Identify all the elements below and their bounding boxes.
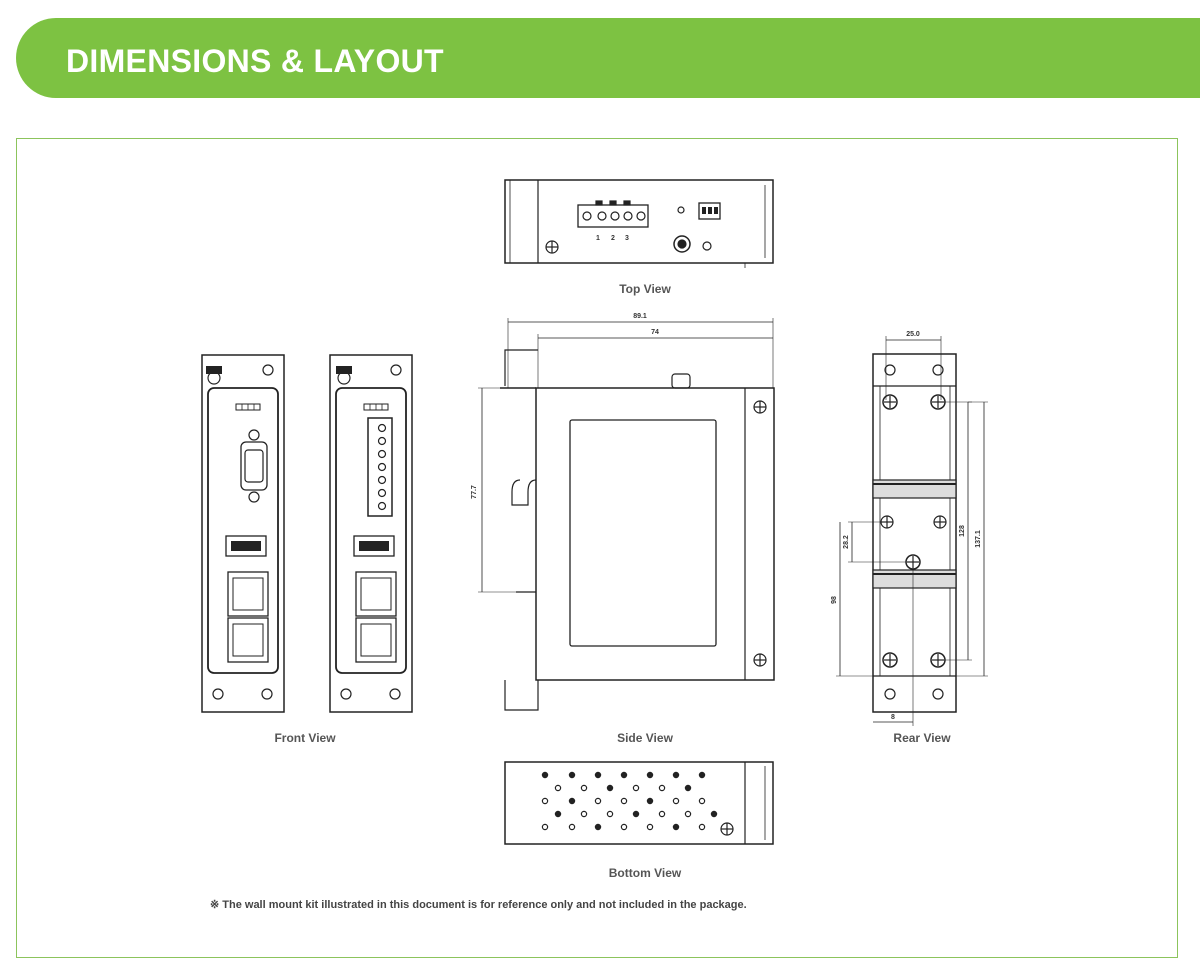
vent-hole (568, 771, 576, 779)
vent-hole (684, 810, 692, 818)
vent-hole (672, 771, 680, 779)
terminal-label-1: 1 (596, 235, 600, 242)
vent-hole (672, 797, 680, 805)
dim-overall-width: 89.1 (633, 313, 647, 320)
dim-bottom-offset: 8 (891, 714, 895, 721)
side-view-drawing (478, 318, 775, 711)
vent-hole (698, 797, 706, 805)
vent-hole (606, 810, 614, 818)
vent-hole (541, 823, 549, 831)
vent-hole (698, 823, 706, 831)
front-view-drawing-1 (201, 354, 285, 713)
vent-hole (632, 810, 640, 818)
rear-view-drawing (836, 336, 988, 726)
vent-hole (646, 797, 654, 805)
dim-height-b: 137.1 (975, 530, 982, 548)
vent-hole (658, 810, 666, 818)
bottom-view-drawing (504, 761, 774, 845)
vent-hole (554, 784, 562, 792)
vent-hole (620, 797, 628, 805)
vent-hole (594, 797, 602, 805)
terminal-label-3: 3 (625, 235, 629, 242)
vent-hole (646, 771, 654, 779)
vent-hole (684, 784, 692, 792)
rear-view-caption: Rear View (893, 731, 951, 745)
dim-side-spacing: 28.2 (843, 535, 850, 549)
dim-rail-height: 77.7 (471, 485, 478, 499)
vent-hole (620, 771, 628, 779)
terminal-label-2: 2 (611, 235, 615, 242)
side-view-caption: Side View (617, 731, 673, 745)
bottom-view-caption: Bottom View (608, 866, 682, 880)
vent-hole (698, 771, 706, 779)
section-title: DIMENSIONS & LAYOUT (66, 43, 444, 79)
vent-hole (541, 771, 549, 779)
section-header-banner: DIMENSIONS & LAYOUT (16, 18, 1200, 98)
vent-hole (620, 823, 628, 831)
vent-hole (594, 771, 602, 779)
drawing-frame (16, 138, 1178, 958)
top-view-drawing (504, 179, 774, 268)
dim-lower-height: 98 (831, 596, 838, 604)
front-view-caption: Front View (274, 731, 336, 745)
vent-hole (594, 823, 602, 831)
vent-hole (568, 797, 576, 805)
vent-hole (672, 823, 680, 831)
top-view-caption: Top View (619, 282, 671, 296)
vent-hole (580, 784, 588, 792)
vent-hole (632, 784, 640, 792)
front-view-drawing-2 (329, 354, 413, 713)
footnote: ※ The wall mount kit illustrated in this… (210, 899, 747, 911)
vent-hole (554, 810, 562, 818)
vent-hole (646, 823, 654, 831)
vent-hole (541, 797, 549, 805)
vent-hole (568, 823, 576, 831)
vent-hole (710, 810, 718, 818)
dim-top-spacing: 25.0 (906, 331, 920, 338)
dim-height-a: 128 (959, 525, 966, 537)
vent-hole (606, 784, 614, 792)
vent-hole (580, 810, 588, 818)
dim-body-width: 74 (651, 329, 659, 336)
vent-hole (658, 784, 666, 792)
